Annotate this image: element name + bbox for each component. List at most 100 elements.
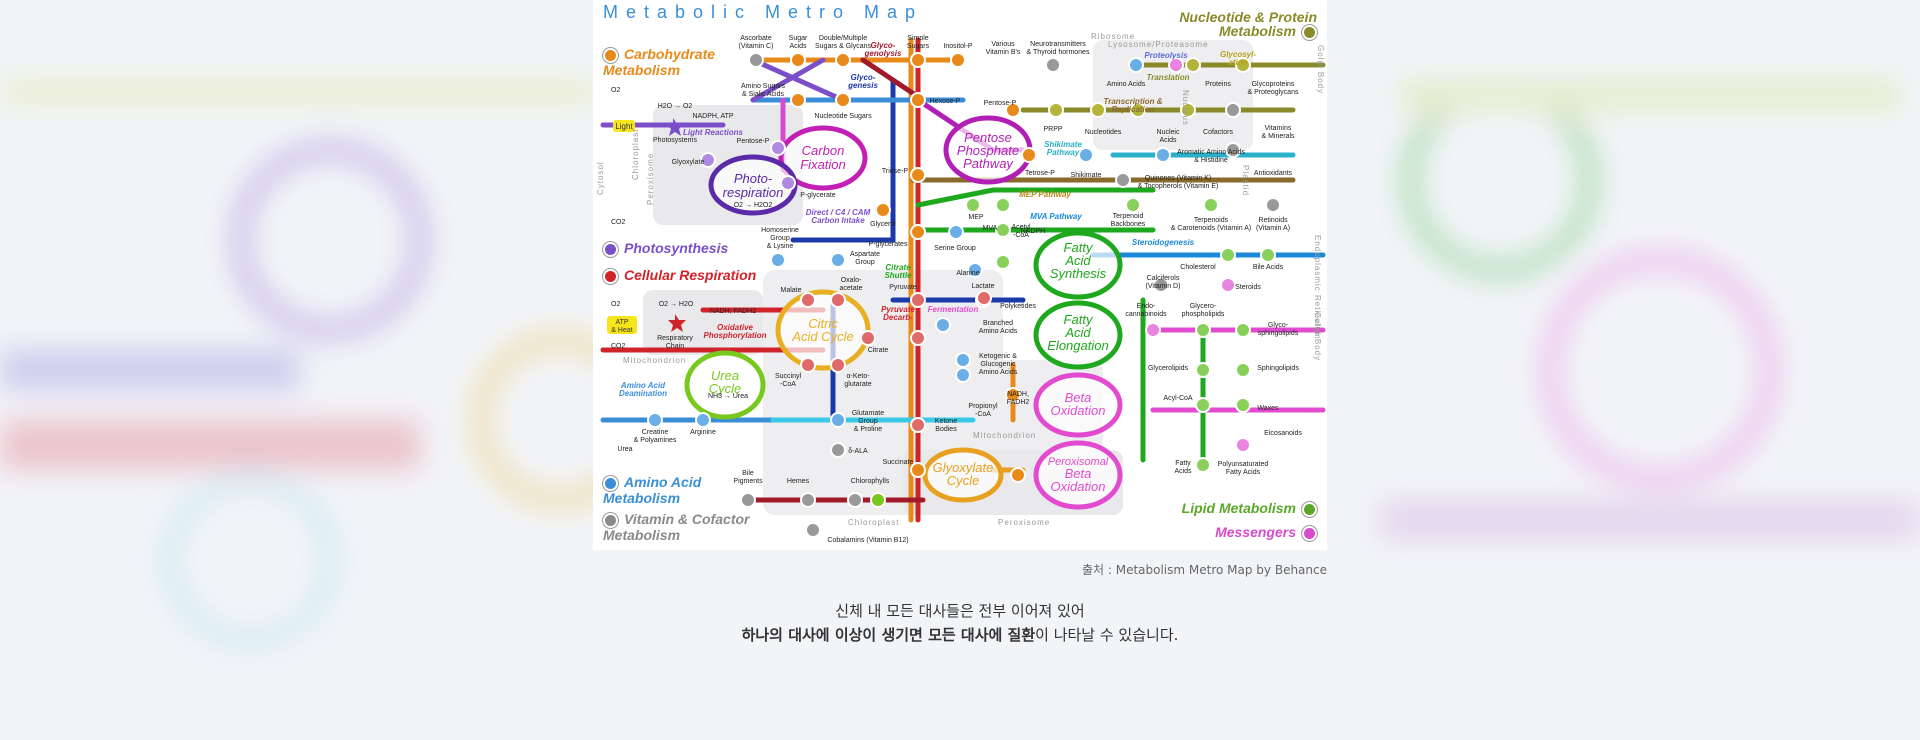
svg-text:Fatty: Fatty <box>1175 460 1191 467</box>
svg-text:PRPP: PRPP <box>1043 126 1062 133</box>
svg-text:Pentose: Pentose <box>964 130 1012 145</box>
svg-text:Polyketides: Polyketides <box>1000 303 1036 310</box>
svg-text:Glyco-: Glyco- <box>1268 322 1289 329</box>
svg-text:Glyco-: Glyco- <box>871 41 896 50</box>
metro-map-image: Light ATP & Heat Carbon Fixation Photo- … <box>593 0 1327 550</box>
light-input-label: Light <box>615 122 633 131</box>
svg-text:Ketone: Ketone <box>935 418 957 425</box>
svg-text:genolysis: genolysis <box>864 49 902 58</box>
svg-text:Terpenoid: Terpenoid <box>1113 213 1144 220</box>
svg-text:Hemes: Hemes <box>787 478 810 485</box>
svg-text:Triose-P: Triose-P <box>882 168 909 175</box>
svg-text:& Thyroid hormones: & Thyroid hormones <box>1027 49 1090 56</box>
svg-text:(Vitamin C): (Vitamin C) <box>739 43 774 50</box>
svg-text:ation: ation <box>1228 58 1247 67</box>
svg-text:glutarate: glutarate <box>844 381 871 388</box>
svg-text:Amino Acids: Amino Acids <box>979 328 1018 335</box>
svg-text:Pyruvate: Pyruvate <box>881 305 915 314</box>
svg-text:Replication: Replication <box>1111 105 1154 114</box>
svg-text:Sugar: Sugar <box>789 35 808 42</box>
svg-text:Carbon Intake: Carbon Intake <box>811 216 865 225</box>
svg-text:Photosystems: Photosystems <box>653 137 697 144</box>
svg-text:Plastid: Plastid <box>1241 165 1250 196</box>
svg-text:α-Keto-: α-Keto- <box>846 373 870 380</box>
svg-text:ATP: ATP <box>615 319 628 326</box>
svg-text:Acid: Acid <box>1064 325 1091 340</box>
svg-text:Cytosol: Cytosol <box>596 161 605 195</box>
svg-text:Vitamins: Vitamins <box>1265 125 1292 132</box>
svg-text:Carbon: Carbon <box>802 143 845 158</box>
svg-text:Nucleus: Nucleus <box>1181 90 1190 126</box>
svg-text:& Tocopherols (Vitamin E): & Tocopherols (Vitamin E) <box>1138 183 1219 190</box>
svg-text:Nucleotide Sugars: Nucleotide Sugars <box>814 113 872 120</box>
svg-text:Inositol-P: Inositol-P <box>943 43 973 50</box>
svg-text:Proteolysis: Proteolysis <box>1144 51 1188 60</box>
svg-text:Ketogenic &: Ketogenic & <box>979 353 1017 360</box>
svg-text:Acids: Acids <box>1174 468 1192 475</box>
svg-text:Bodies: Bodies <box>935 426 957 433</box>
svg-text:Ribosome: Ribosome <box>1091 32 1135 41</box>
svg-text:CO2: CO2 <box>611 343 626 350</box>
svg-text:Synthesis: Synthesis <box>1050 266 1107 281</box>
svg-text:Cycle: Cycle <box>709 381 742 396</box>
svg-text:Group: Group <box>855 259 875 266</box>
svg-text:Acid: Acid <box>1064 253 1091 268</box>
svg-text:Pentose-P: Pentose-P <box>737 138 770 145</box>
svg-text:Phosphorylation: Phosphorylation <box>703 331 766 340</box>
svg-text:Glycosyl-: Glycosyl- <box>1220 50 1256 59</box>
svg-text:Propionyl: Propionyl <box>968 403 998 410</box>
svg-text:(Vitamin D): (Vitamin D) <box>1146 283 1181 290</box>
svg-text:Pigments: Pigments <box>733 478 763 485</box>
svg-text:Peroxisome: Peroxisome <box>646 153 655 205</box>
svg-text:O2: O2 <box>611 301 620 308</box>
legend-amino-acid: Amino Acid Metabolism <box>603 474 702 506</box>
svg-text:Vitamin B's: Vitamin B's <box>986 49 1021 56</box>
legend-lipid: Lipid Metabolism <box>1182 500 1317 517</box>
svg-text:Polyunsaturated: Polyunsaturated <box>1218 461 1269 468</box>
svg-text:-CoA: -CoA <box>780 381 796 388</box>
svg-text:-CoA: -CoA <box>975 411 991 418</box>
svg-text:Shikimate: Shikimate <box>1044 140 1082 149</box>
svg-text:Citrate: Citrate <box>868 347 889 354</box>
image-credit: 출처 : Metabolism Metro Map by Behance <box>1081 563 1327 577</box>
svg-text:Serine Group: Serine Group <box>934 245 976 252</box>
svg-text:Malate: Malate <box>780 287 801 294</box>
svg-text:H2O → O2: H2O → O2 <box>658 103 693 110</box>
svg-text:NADH,: NADH, <box>1007 391 1029 398</box>
svg-text:Succinate: Succinate <box>883 459 914 466</box>
svg-text:respiration: respiration <box>723 185 784 200</box>
svg-text:Golgi Body: Golgi Body <box>1313 312 1322 361</box>
svg-text:& Lysine: & Lysine <box>767 243 794 250</box>
svg-text:Fermentation: Fermentation <box>928 305 979 314</box>
svg-text:Tetrose-P: Tetrose-P <box>1025 170 1055 177</box>
svg-text:Lactate: Lactate <box>972 283 995 290</box>
svg-text:MEP Pathway: MEP Pathway <box>1019 190 1071 199</box>
svg-text:Fixation: Fixation <box>800 157 846 172</box>
caption-emphasis: 하나의 대사에 이상이 생기면 모든 대사에 질환 <box>741 626 1036 644</box>
svg-text:Steroidogenesis: Steroidogenesis <box>1132 238 1195 247</box>
svg-text:Branched: Branched <box>983 320 1013 327</box>
svg-text:Acids: Acids <box>789 43 807 50</box>
svg-text:Chloroplast: Chloroplast <box>631 129 640 180</box>
legend-dot-icon <box>1302 501 1317 517</box>
svg-text:Glucogenic: Glucogenic <box>980 361 1016 368</box>
svg-text:O2 → H2O: O2 → H2O <box>659 301 694 308</box>
svg-text:Acid Cycle: Acid Cycle <box>791 329 853 344</box>
svg-text:Fatty: Fatty <box>1064 240 1094 255</box>
svg-text:Pyruvate: Pyruvate <box>889 284 917 291</box>
svg-text:Backbones: Backbones <box>1111 221 1146 228</box>
svg-text:Hexose-P: Hexose-P <box>930 98 961 105</box>
svg-text:Peroxisomal: Peroxisomal <box>1048 456 1109 468</box>
svg-text:Glutamate: Glutamate <box>852 410 884 417</box>
svg-text:Terpenoids: Terpenoids <box>1194 217 1229 224</box>
svg-text:Cobalamins (Vitamin B12): Cobalamins (Vitamin B12) <box>827 537 908 544</box>
svg-text:Glycerol: Glycerol <box>870 221 896 228</box>
svg-text:Sphingolipids: Sphingolipids <box>1257 365 1299 372</box>
svg-text:& Heat: & Heat <box>611 327 632 334</box>
svg-text:Endo-: Endo- <box>1137 303 1156 310</box>
svg-text:Citrate: Citrate <box>885 263 911 272</box>
legend-cellular-respiration: Cellular Respiration <box>603 267 756 284</box>
caption-line-2-rest: 이 나타날 수 있습니다. <box>1035 626 1179 644</box>
svg-text:Beta: Beta <box>1065 466 1092 481</box>
svg-text:Retinoids: Retinoids <box>1258 217 1288 224</box>
